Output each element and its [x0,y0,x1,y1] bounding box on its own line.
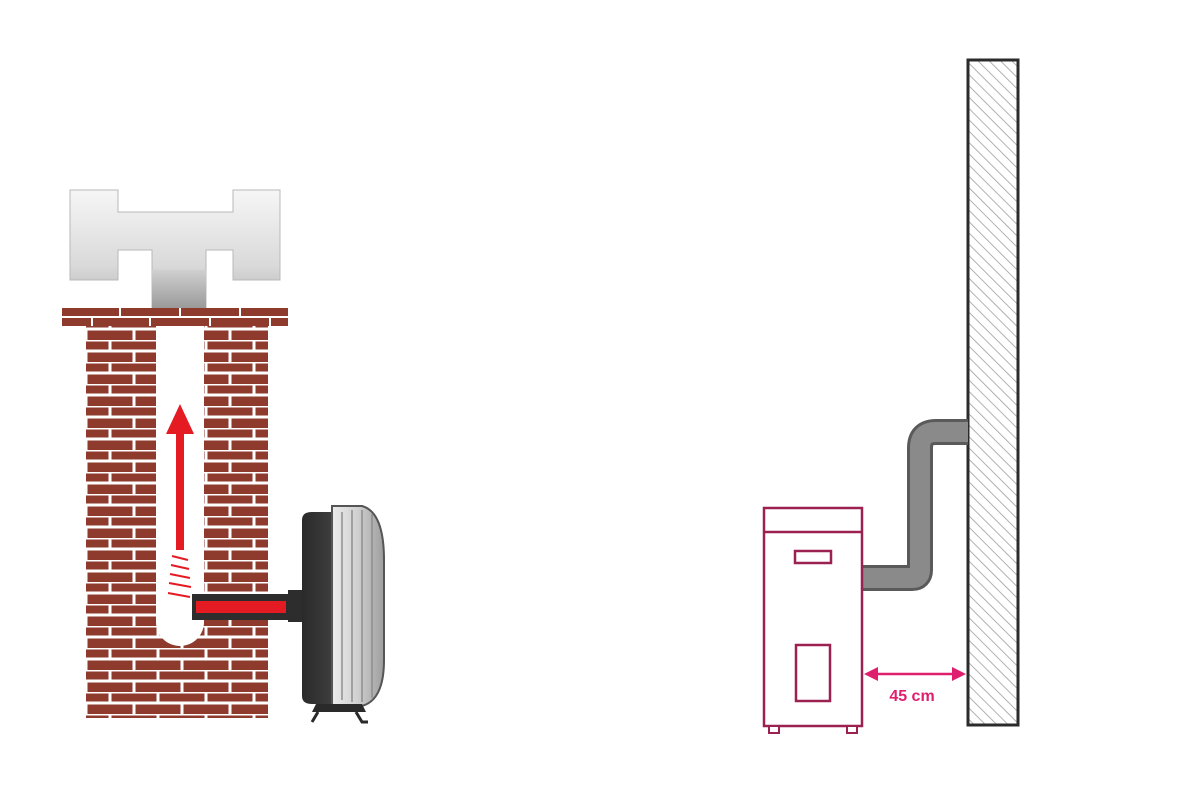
stove-front-panel [331,505,385,707]
stove-legs [310,711,368,724]
boiler-near-wall: 45 cm [762,58,1020,734]
boiler-control-panel [793,549,833,565]
chimney-with-stove [62,189,385,724]
wall [966,58,1020,727]
boiler-unit [762,506,864,734]
exhaust-duct [862,422,968,588]
clearance-label: 45 cm [889,688,934,705]
stove-flue-pipe [192,594,292,620]
boiler-foot-right [846,725,858,734]
boiler-door [794,643,832,703]
brick-chimney [62,308,288,718]
wood-stove [288,505,385,724]
smoke-arrow [166,404,194,598]
clearance-dimension: 45 cm [864,667,966,705]
boiler-foot-left [768,725,780,734]
